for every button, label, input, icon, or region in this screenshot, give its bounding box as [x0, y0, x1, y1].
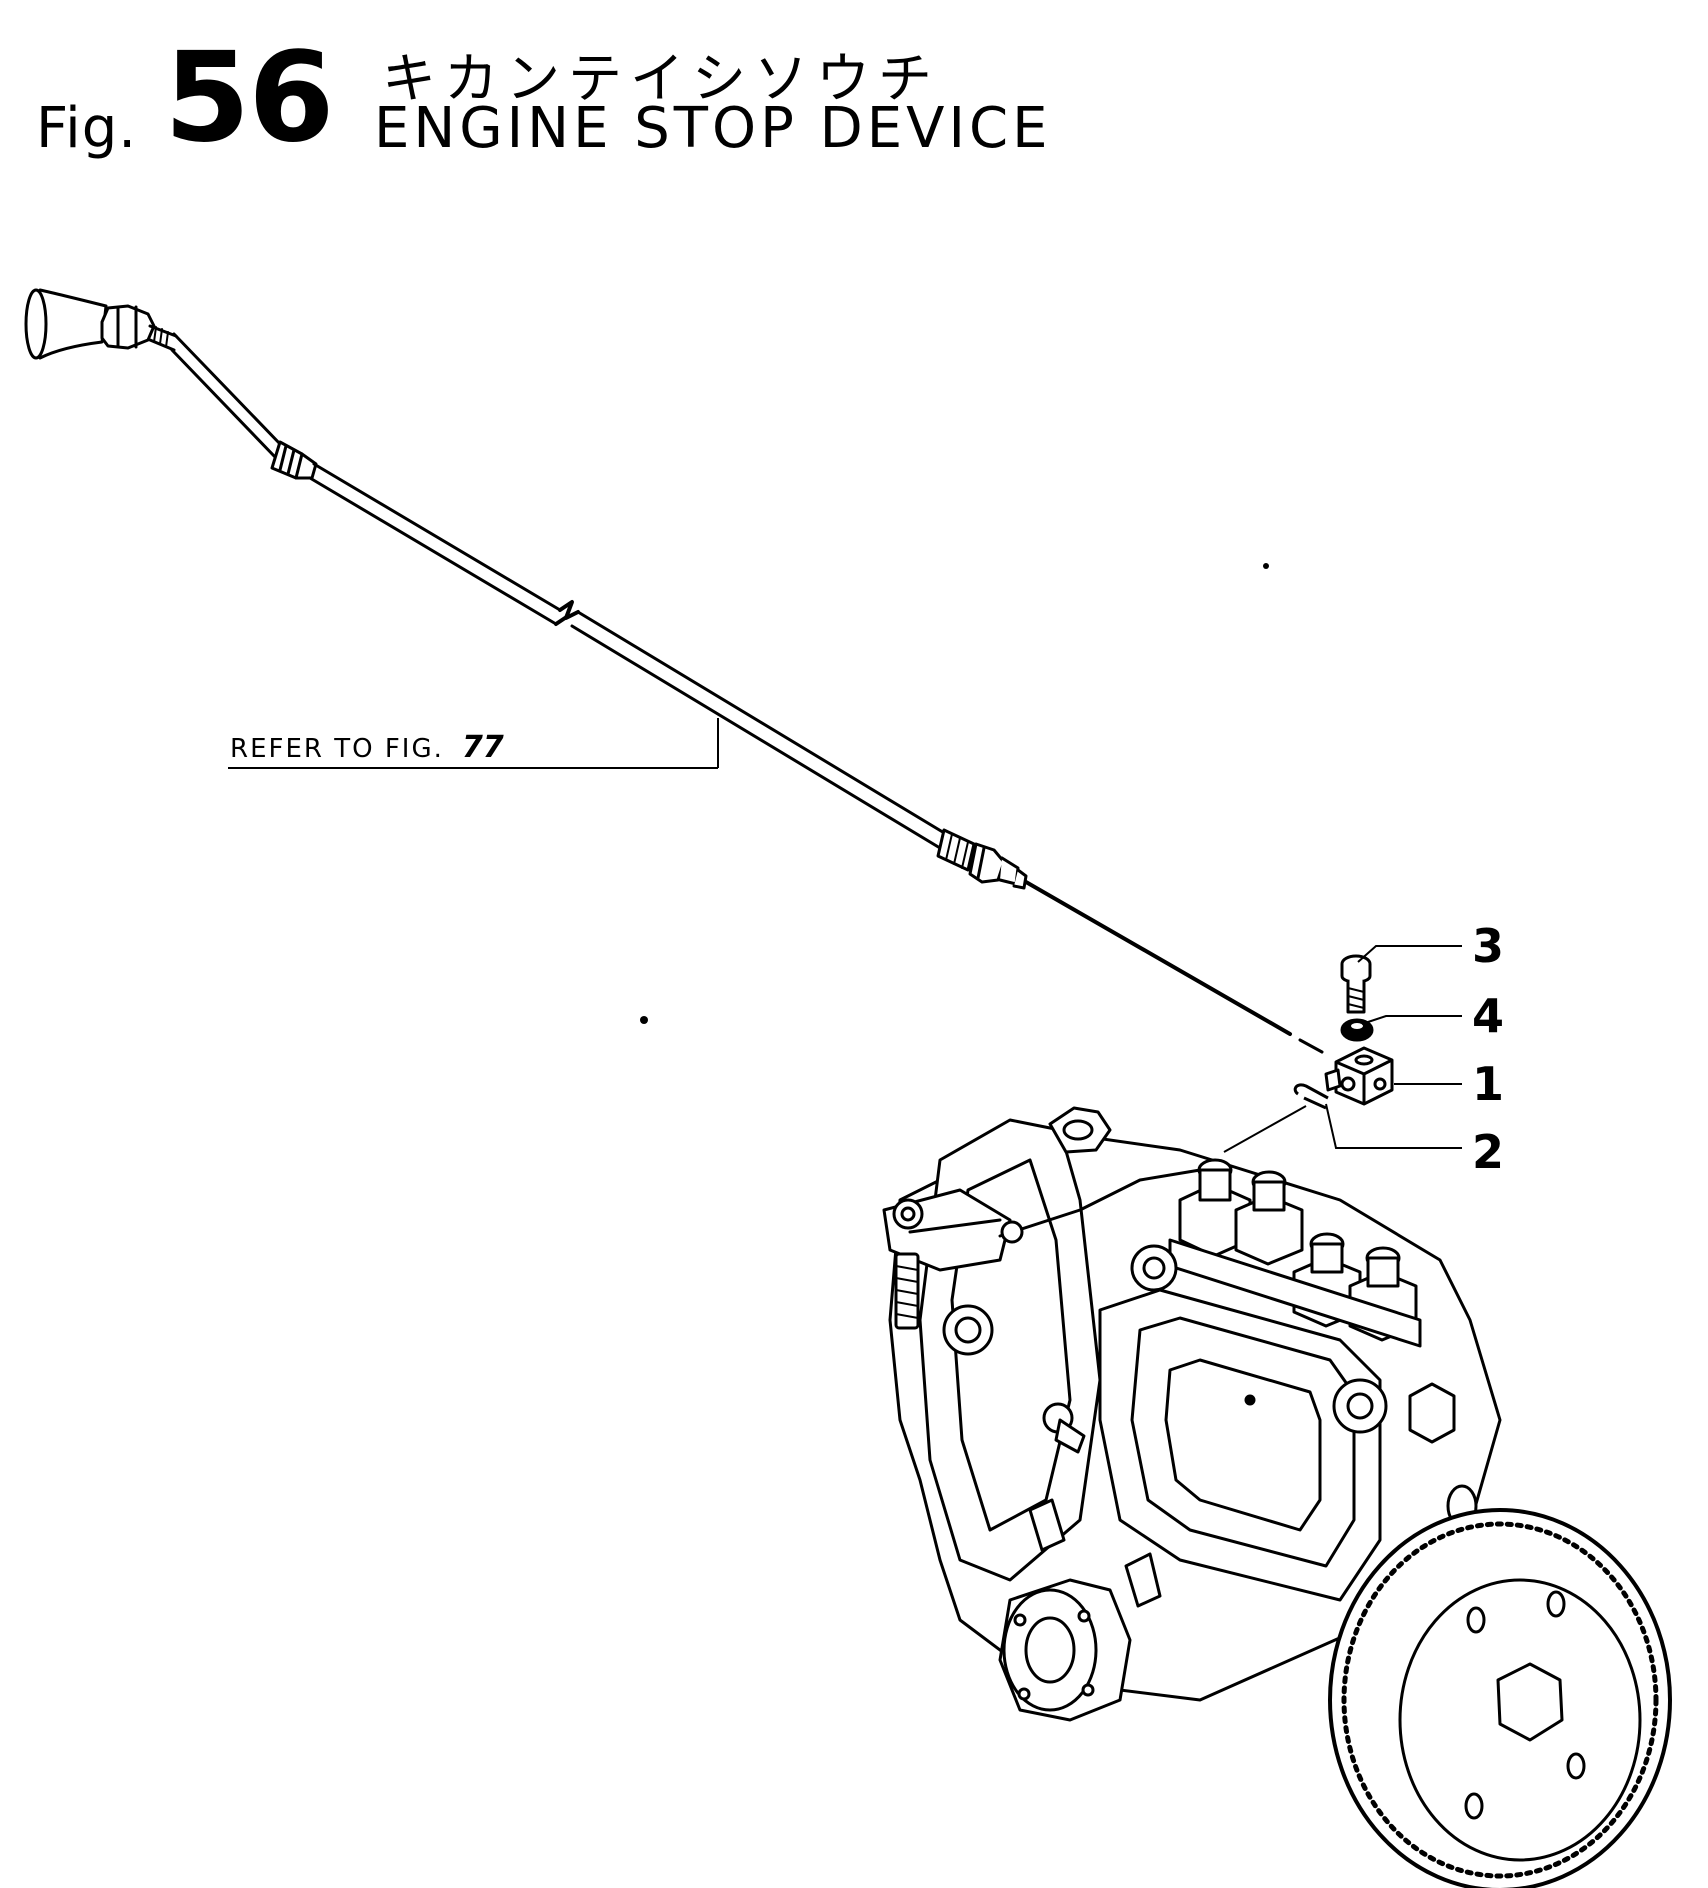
print-speck — [1263, 563, 1269, 569]
joint-block-part-1 — [1324, 1046, 1394, 1106]
reference-figure-number: 77 — [462, 730, 504, 765]
reference-leader — [228, 718, 719, 769]
callout-leaders — [1223, 945, 1462, 1153]
figure-header: Fig. 56 キカンテイシソウチ ENGINE STOP DEVICE — [30, 34, 1230, 174]
delivery-valve-holders — [1168, 1158, 1422, 1348]
washer-part-4 — [1340, 1018, 1374, 1042]
cable-lower-nut — [968, 842, 1006, 884]
knob-hex-nut — [100, 304, 156, 350]
bolt-part-3 — [1340, 954, 1372, 1014]
callout-number: 1 — [1472, 1057, 1504, 1111]
inner-wire — [1024, 880, 1292, 1036]
print-speck — [640, 1016, 648, 1024]
figure-title-jp: キカンテイシソウチ — [382, 47, 940, 110]
figure-prefix: Fig. — [36, 96, 138, 161]
callout-number: 3 — [1472, 919, 1504, 973]
knob-end-face — [24, 288, 48, 360]
injection-pump-body — [882, 1106, 1672, 1888]
drive-gear — [1328, 1508, 1672, 1888]
callout-number: 2 — [1472, 1125, 1504, 1179]
figure-number: 56 — [164, 26, 335, 170]
stop-cable-assembly — [24, 288, 1324, 1054]
callout-number: 4 — [1472, 989, 1504, 1043]
feed-pump — [998, 1498, 1162, 1722]
figure-title-en: ENGINE STOP DEVICE — [374, 96, 1052, 161]
cable-collar-lower — [936, 828, 976, 872]
pin-part-2 — [1293, 1083, 1329, 1110]
gear-center-nut — [1496, 1662, 1564, 1742]
reference-label: REFER TO FIG. — [230, 734, 444, 764]
stop-device-parts — [1293, 954, 1394, 1110]
